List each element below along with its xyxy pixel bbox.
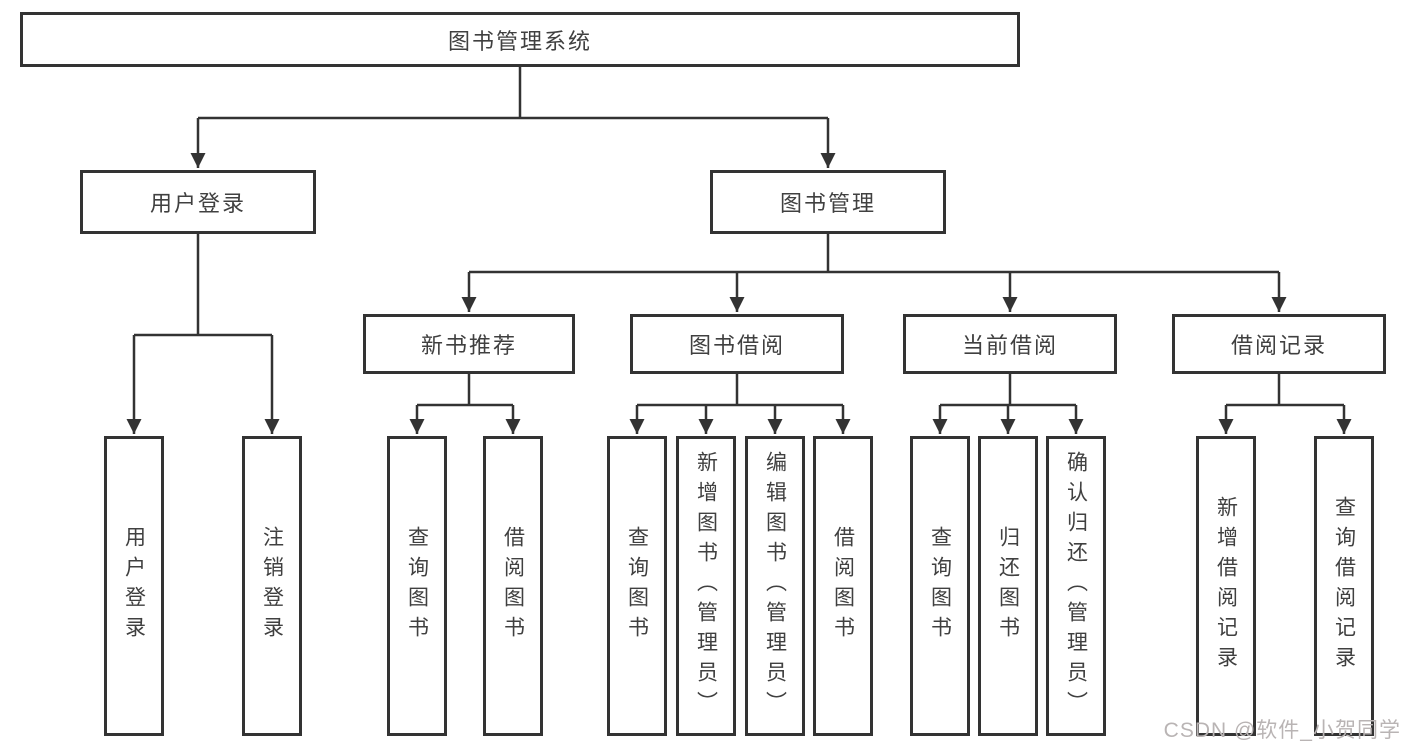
node-borrow-records-label: 借阅记录	[1230, 333, 1327, 358]
node-new-book-recommend-label: 新书推荐	[420, 333, 517, 358]
leaf-current-query-books: 查询图书	[910, 436, 970, 736]
leaf-label: 查询图书	[625, 526, 649, 646]
leaf-borrow-add-books-admin: 新增图书（管理员）	[676, 436, 736, 736]
leaf-label: 查询借阅记录	[1332, 496, 1356, 676]
node-user-login-label: 用户登录	[149, 191, 246, 216]
node-system-root-label: 图书管理系统	[447, 28, 592, 54]
leaf-label: 新增图书（管理员）	[694, 451, 718, 721]
connector-user-login-to-leaves	[126, 234, 280, 434]
leaf-label: 归还图书	[996, 526, 1020, 646]
leaf-borrow-borrow-books: 借阅图书	[813, 436, 873, 736]
node-current-borrow-label: 当前借阅	[961, 333, 1058, 358]
leaf-borrow-query-books: 查询图书	[607, 436, 667, 736]
leaf-records-query-record: 查询借阅记录	[1314, 436, 1374, 736]
leaf-logout-action: 注销登录	[242, 436, 302, 736]
connector-root-to-level2	[190, 67, 836, 168]
leaf-label: 用户登录	[122, 526, 146, 646]
connector-new-book-to-leaves	[409, 374, 521, 434]
leaf-label: 注销登录	[260, 526, 284, 646]
node-book-borrow: 图书借阅	[630, 314, 844, 374]
leaf-current-confirm-return-admin: 确认归还（管理员）	[1046, 436, 1106, 736]
node-current-borrow: 当前借阅	[903, 314, 1117, 374]
csdn-watermark: CSDN @软件_小贺同学	[1163, 719, 1401, 742]
node-new-book-recommend: 新书推荐	[363, 314, 575, 374]
connector-current-borrow-to-leaves	[932, 374, 1084, 434]
node-system-root: 图书管理系统	[20, 12, 1020, 67]
connector-book-borrow-to-leaves	[629, 374, 851, 434]
leaf-label: 查询图书	[928, 526, 952, 646]
leaf-recommend-query-books: 查询图书	[387, 436, 447, 736]
leaf-records-add-record: 新增借阅记录	[1196, 436, 1256, 736]
leaf-recommend-borrow-books: 借阅图书	[483, 436, 543, 736]
leaf-label: 编辑图书（管理员）	[763, 451, 787, 721]
node-book-management-label: 图书管理	[779, 191, 876, 216]
node-user-login: 用户登录	[80, 170, 316, 234]
leaf-label: 借阅图书	[501, 526, 525, 646]
leaf-label: 确认归还（管理员）	[1064, 451, 1088, 721]
node-book-management: 图书管理	[710, 170, 946, 234]
leaf-label: 新增借阅记录	[1214, 496, 1238, 676]
connector-borrow-records-to-leaves	[1218, 374, 1352, 434]
leaf-current-return-books: 归还图书	[978, 436, 1038, 736]
connector-book-management-to-level3	[461, 234, 1287, 312]
leaf-user-login-action: 用户登录	[104, 436, 164, 736]
leaf-label: 查询图书	[405, 526, 429, 646]
leaf-label: 借阅图书	[831, 526, 855, 646]
node-borrow-records: 借阅记录	[1172, 314, 1386, 374]
leaf-borrow-edit-books-admin: 编辑图书（管理员）	[745, 436, 805, 736]
node-book-borrow-label: 图书借阅	[688, 333, 785, 358]
